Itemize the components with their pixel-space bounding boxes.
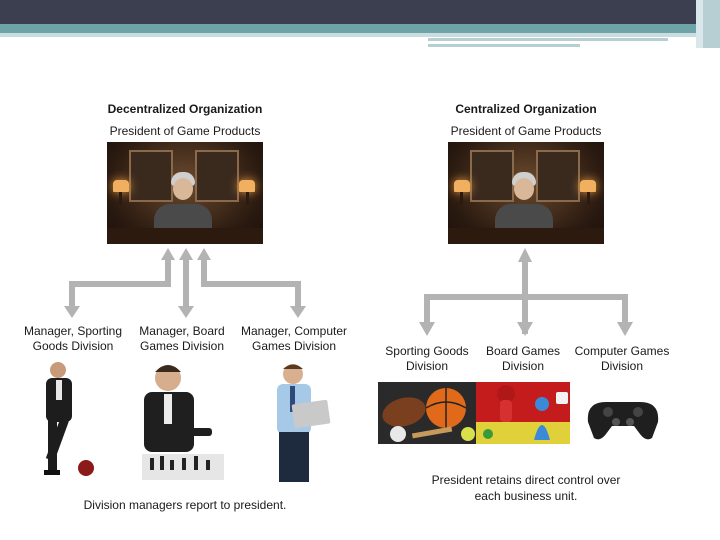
computer-games-image [578, 382, 668, 444]
arrow-right-head-up [197, 248, 211, 260]
arrow-center-left-down [424, 294, 430, 324]
arrow-right-head-down [290, 306, 306, 318]
sporting-goods-image [378, 382, 476, 444]
arrow-left-vertical-down [69, 281, 75, 309]
arrow-left-horizontal [72, 281, 171, 287]
arrow-left-head-up [161, 248, 175, 260]
decentralized-caption: Division managers report to president. [83, 498, 287, 512]
header-bar [0, 0, 720, 24]
arrow-right-vertical-down [295, 281, 301, 309]
division-board-games-label: Board Games Division [485, 344, 561, 373]
arrow-mid-head-up [179, 248, 193, 260]
arrow-left-vertical-up [165, 258, 171, 287]
arrow-center-left-head [419, 322, 435, 336]
centralized-title: Centralized Organization [455, 102, 597, 116]
centralized-president-label: President of Game Products [450, 124, 602, 138]
arrow-center-right-head [617, 322, 633, 336]
manager-board-games-photo [142, 365, 224, 480]
arrow-center-right-down [622, 294, 628, 324]
manager-computer-games-photo [277, 364, 331, 482]
arrow-left-head-down [64, 306, 80, 318]
president-photo-left [107, 142, 263, 244]
header-light-bar [0, 33, 720, 37]
header-accent-bar [0, 24, 720, 33]
centralized-caption: President retains direct control over ea… [431, 473, 621, 503]
manager-sporting-goods-label: Manager, Sporting Goods Division [23, 324, 123, 353]
arrow-center-mid-head [517, 322, 533, 336]
manager-board-games-label: Manager, Board Games Division [139, 324, 225, 353]
president-photo-right [448, 142, 604, 244]
header-corner-shade [703, 0, 720, 48]
arrow-mid-head-down [178, 306, 194, 318]
division-sporting-goods-label: Sporting Goods Division [385, 344, 469, 373]
arrow-right-horizontal [201, 281, 301, 287]
arrow-center-head-up [518, 248, 532, 262]
manager-sporting-goods-photo [44, 362, 94, 476]
decentralized-title: Decentralized Organization [107, 102, 263, 116]
decentralized-president-label: President of Game Products [109, 124, 261, 138]
arrow-right-vertical-up [201, 258, 207, 287]
header-rule-1 [428, 38, 668, 41]
board-games-image [476, 382, 570, 444]
header-rule-2 [428, 44, 580, 47]
arrow-center-horizontal [424, 294, 628, 300]
division-computer-games-label: Computer Games Division [574, 344, 670, 373]
manager-computer-games-label: Manager, Computer Games Division [240, 324, 348, 353]
arrow-mid-vertical [183, 258, 189, 309]
